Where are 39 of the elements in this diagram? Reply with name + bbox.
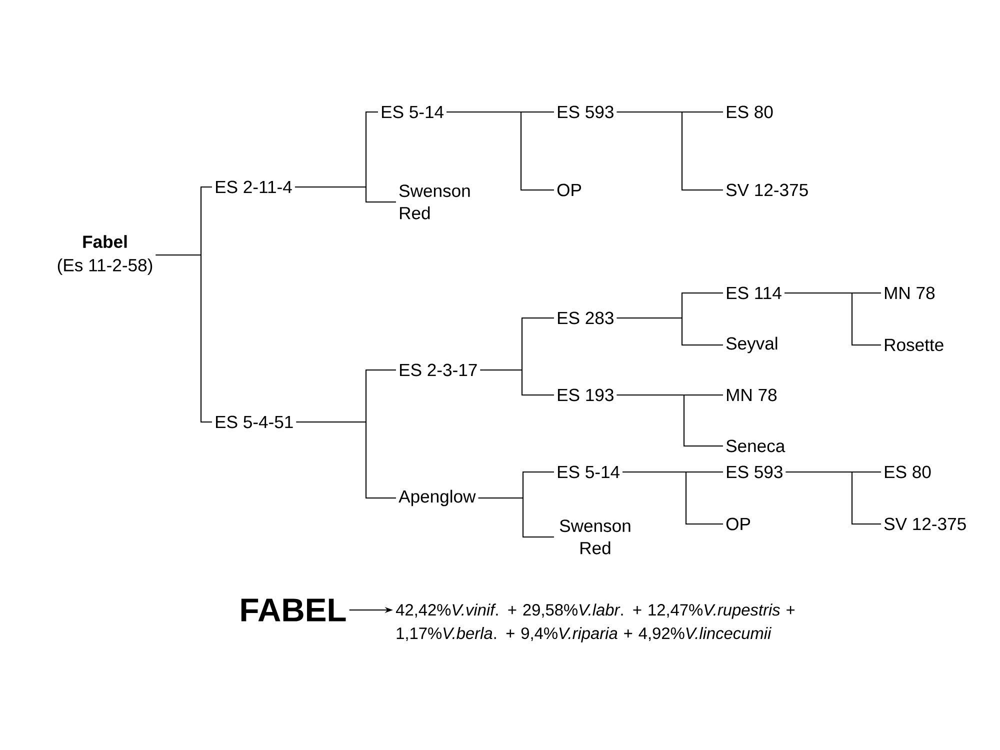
variety-label: OP xyxy=(726,518,750,530)
variety-label: Seyval xyxy=(726,336,778,354)
variety-label: Rosette xyxy=(885,338,944,352)
variety-label: SV 12-375 xyxy=(884,518,966,530)
tree-connector xyxy=(622,471,723,525)
variety-label: Fabel (Es 11-2-58) xyxy=(58,235,152,275)
variety-label: ES 5-14 xyxy=(382,106,444,118)
variety-label: SV 12-375 xyxy=(726,184,808,196)
variety-label: Swenson Red xyxy=(560,520,630,554)
heading-label: FABEL xyxy=(241,598,346,622)
variety-label: ES 193 xyxy=(558,388,614,402)
tree-connector xyxy=(616,317,723,346)
variety-label: ES 5-4-51 xyxy=(216,416,293,428)
tree-connector xyxy=(786,471,881,525)
tree-connector xyxy=(156,254,212,423)
tree-connector xyxy=(616,111,723,191)
variety-label: OP xyxy=(557,184,582,196)
variety-label: ES 283 xyxy=(558,312,614,324)
variety-label: ES 2-11-4 xyxy=(216,180,292,194)
variety-label: ES 593 xyxy=(727,466,782,478)
variety-label: Swenson Red xyxy=(399,184,470,220)
tree-connector xyxy=(294,186,396,203)
variety-label: Seneca xyxy=(726,440,786,452)
variety-label: ES 80 xyxy=(885,466,931,478)
tree-connector xyxy=(784,292,881,346)
variety-label: MN 78 xyxy=(727,388,777,402)
tree-connector xyxy=(480,369,554,396)
variety-label: MN 78 xyxy=(885,286,935,300)
tree-connector xyxy=(478,497,554,538)
composition-text: 42,42%V.vinif. + 29,58%V.labr. + 12,47%V.rupestris + 1,17%V.berla. + 9,4%V.riparia + 4,92%V.lincecumii xyxy=(396,604,795,642)
variety-label: Apenglow xyxy=(398,490,476,506)
variety-label: ES 114 xyxy=(727,286,782,300)
variety-label: ES 5-14 xyxy=(558,466,620,478)
tree-connector xyxy=(296,421,396,499)
tree-connector xyxy=(446,111,554,191)
tree-connector xyxy=(616,394,723,447)
variety-label: ES 80 xyxy=(727,106,773,118)
variety-label: ES 593 xyxy=(558,106,614,118)
variety-label: ES 2-3-17 xyxy=(400,364,477,376)
